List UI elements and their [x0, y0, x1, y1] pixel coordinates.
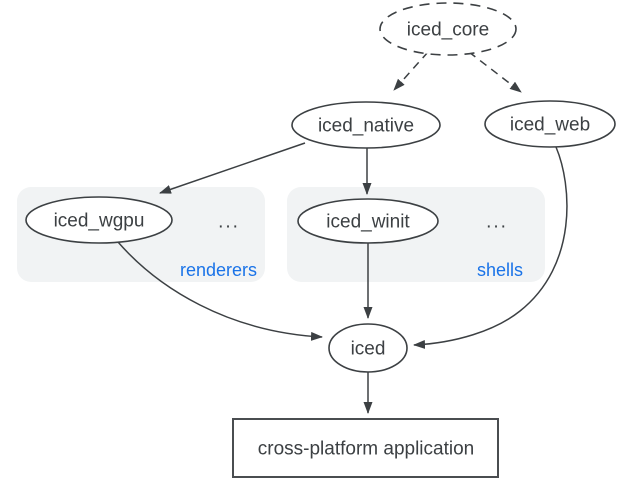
- edge-iced-web-to-iced: [413, 146, 568, 349]
- app-label: cross-platform application: [258, 439, 474, 460]
- node-iced-native: iced_native: [291, 101, 441, 149]
- edge-iced-wgpu-to-iced: [117, 241, 323, 341]
- iced-native-ellipse: [291, 101, 441, 149]
- node-iced-core: iced_core: [379, 2, 517, 56]
- iced-web-ellipse: [484, 100, 616, 148]
- renderers-group-label: renderers: [180, 260, 257, 280]
- shells-group-label: shells: [477, 260, 523, 280]
- iced-wgpu-label: iced_wgpu: [54, 211, 145, 232]
- iced-native-label: iced_native: [318, 116, 414, 137]
- iced-ellipse: [328, 323, 408, 373]
- iced-web-label: iced_web: [510, 115, 590, 136]
- iced-winit-ellipse: [297, 198, 439, 244]
- iced-winit-label: iced_winit: [326, 212, 410, 233]
- node-cross-platform-application: cross-platform application: [232, 418, 499, 478]
- node-iced-winit: iced_winit: [297, 198, 439, 244]
- edge-iced-core-to-iced-web: [468, 51, 522, 93]
- iced-core-label: iced_core: [407, 20, 489, 41]
- node-iced: iced: [328, 323, 408, 373]
- renderers-ellipsis: ...: [218, 212, 240, 233]
- node-iced-web: iced_web: [484, 100, 616, 148]
- app-rect: [232, 418, 499, 478]
- edge-iced-core-to-iced-native: [393, 51, 429, 91]
- iced-wgpu-ellipse: [25, 196, 173, 244]
- node-iced-wgpu: iced_wgpu: [25, 196, 173, 244]
- edge-iced-native-to-iced-wgpu: [159, 142, 306, 194]
- iced-label: iced: [351, 339, 386, 360]
- shells-ellipsis: ...: [486, 212, 508, 233]
- iced-core-ellipse: [379, 2, 517, 56]
